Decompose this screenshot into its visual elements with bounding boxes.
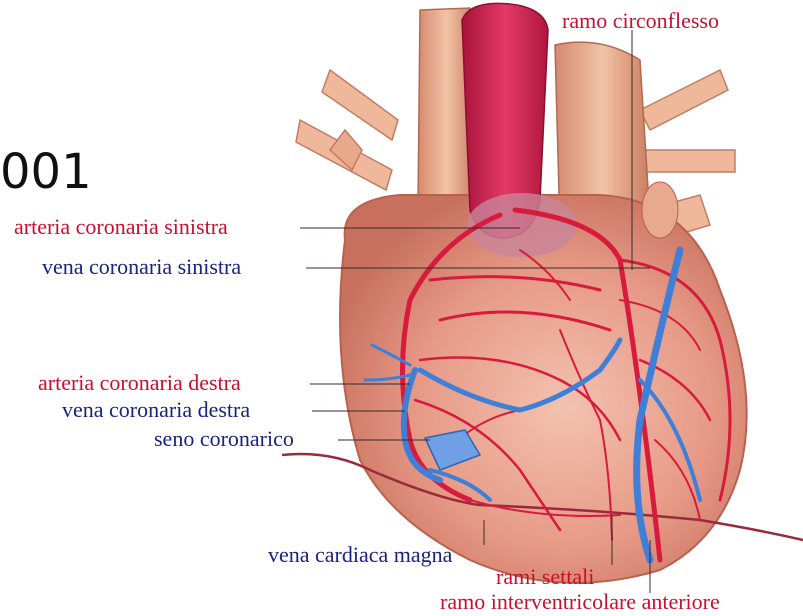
label-arteria-coronaria-sinistra: arteria coronaria sinistra <box>14 216 228 238</box>
label-vena-coronaria-destra: vena coronaria destra <box>62 399 250 421</box>
label-arteria-coronaria-destra: arteria coronaria destra <box>38 372 241 394</box>
label-vena-coronaria-sinistra: vena coronaria sinistra <box>42 256 241 278</box>
label-vena-cardiaca-magna: vena cardiaca magna <box>268 544 452 566</box>
label-seno-coronarico: seno coronarico <box>154 428 294 450</box>
label-ramo-interventricolare-anteriore: ramo interventricolare anteriore <box>440 591 720 613</box>
label-ramo-circonflesso: ramo circonflesso <box>562 10 719 32</box>
label-rami-settali: rami settali <box>496 566 594 588</box>
figure-code: 001 <box>0 148 92 196</box>
right-atrium-appendage <box>642 182 678 238</box>
